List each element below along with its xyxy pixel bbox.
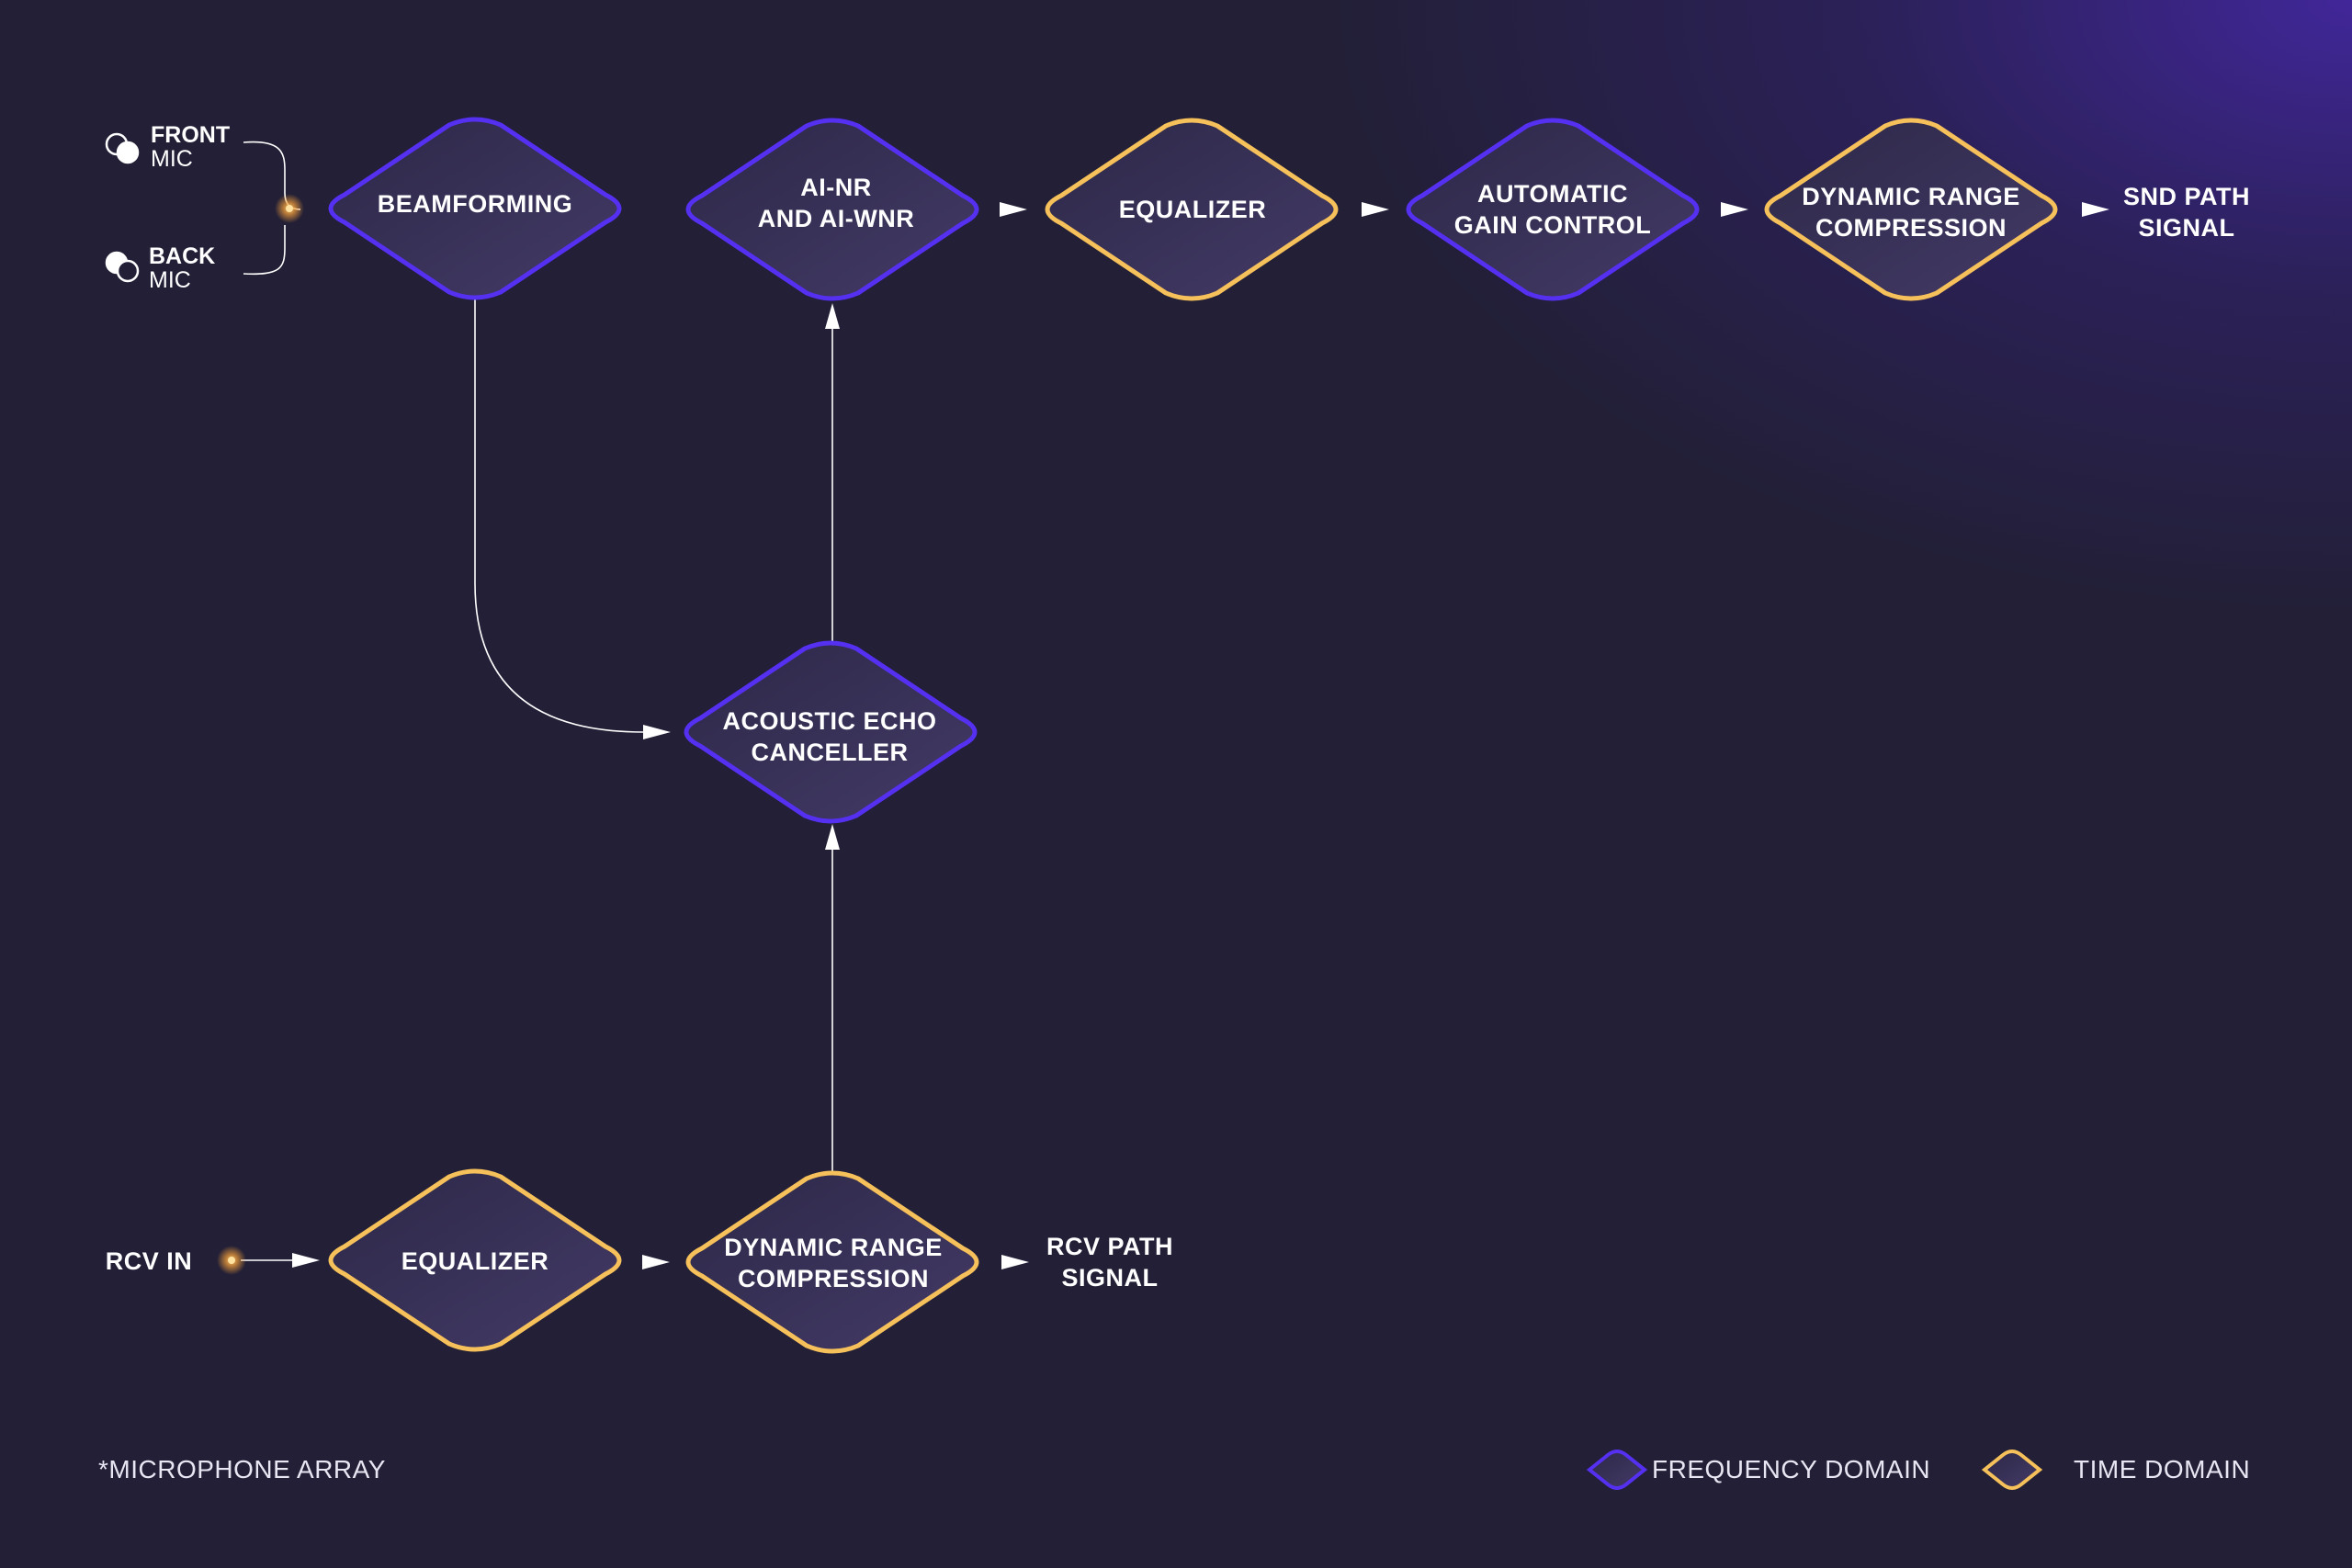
node-label-equalizer-snd: EQUALIZER bbox=[1118, 196, 1267, 223]
arrowhead-to-drc-rcv bbox=[642, 1255, 670, 1269]
node-diamond-agc bbox=[1406, 118, 1700, 301]
arrowhead-to-rcv-path bbox=[1001, 1255, 1029, 1269]
legend-time-label: TIME DOMAIN bbox=[2074, 1455, 2251, 1483]
arrowhead-to-agc bbox=[1362, 202, 1389, 217]
arrowhead-to-equalizer-snd bbox=[1000, 202, 1027, 217]
arrowhead-to-aec-bottom bbox=[825, 824, 840, 850]
node-label-equalizer-rcv: EQUALIZER bbox=[401, 1247, 549, 1275]
arrowhead-to-ainr bbox=[825, 303, 840, 329]
node-diamond-equalizer-rcv bbox=[328, 1168, 622, 1352]
node-label-beamforming: BEAMFORMING bbox=[377, 190, 573, 218]
back-mic-icon bbox=[105, 251, 140, 283]
legend-frequency-label: FREQUENCY DOMAIN bbox=[1652, 1455, 1931, 1483]
connector-beamforming-to-aec bbox=[474, 297, 644, 733]
node-diamond-equalizer-snd bbox=[1045, 118, 1339, 301]
arrowhead-to-aec bbox=[643, 725, 671, 739]
footnote: *MICROPHONE ARRAY bbox=[98, 1455, 386, 1483]
node-diamond-beamforming bbox=[328, 117, 622, 300]
node-diamond-drc-snd bbox=[1764, 118, 2058, 301]
arrowhead-to-snd-path bbox=[2082, 202, 2109, 217]
node-diamond-aec bbox=[684, 640, 978, 824]
rcv-in-label: RCV IN bbox=[105, 1247, 193, 1275]
front-mic-icon bbox=[105, 132, 140, 164]
arrowhead-to-drc-snd bbox=[1721, 202, 1748, 217]
node-diamond-drc-rcv bbox=[685, 1170, 979, 1354]
node-diamond-ai-nr bbox=[685, 118, 979, 301]
arrowhead-to-equalizer-rcv bbox=[292, 1253, 320, 1268]
legend-time-shape bbox=[1981, 1450, 2043, 1490]
legend-frequency-shape bbox=[1586, 1450, 1648, 1490]
